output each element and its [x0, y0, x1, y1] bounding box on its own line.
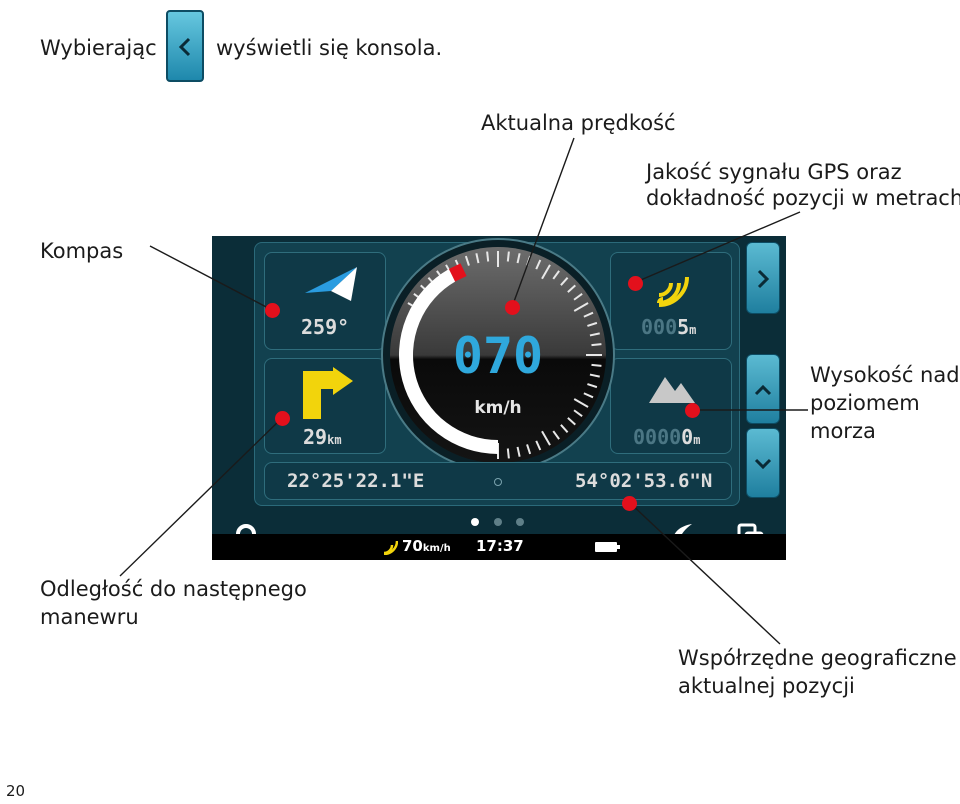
status-time: 17:37	[476, 537, 524, 555]
label-altitude-line2: poziomem	[810, 391, 920, 415]
label-altitude-line3: morza	[810, 419, 876, 443]
dial-tick	[541, 430, 551, 446]
status-speed-unit: km/h	[422, 543, 451, 554]
dial-tick	[589, 332, 600, 337]
dial-tick	[573, 409, 583, 417]
gps-ghost-digits: 000	[641, 315, 678, 339]
dial-tick	[506, 448, 510, 459]
page-dot-active	[471, 518, 479, 526]
latitude-value: 54°02'53.6"N	[575, 470, 713, 492]
mountain-icon	[649, 377, 695, 403]
dial-tick	[506, 251, 510, 262]
dial-tick	[573, 398, 589, 408]
dashboard-console: 259° 29km 0005m 00000m	[212, 236, 786, 560]
speed-value: 070	[453, 327, 543, 385]
marker-altitude	[685, 403, 700, 418]
compass-panel: 259°	[264, 252, 386, 350]
status-bar: 70km/h 17:37	[212, 534, 786, 560]
dial-tick	[589, 373, 600, 378]
chevron-up-icon	[754, 384, 772, 396]
dial-tick	[587, 321, 598, 327]
dial-tick	[535, 440, 542, 451]
coordinates-dot	[494, 478, 502, 486]
distance-readout: 29km	[303, 425, 342, 449]
altitude-value: 0	[681, 425, 694, 449]
marker-speed	[505, 300, 520, 315]
dial-tick	[591, 363, 602, 367]
dial-tick	[583, 311, 594, 318]
label-gps-line2: dokładność pozycji w metrach	[646, 186, 960, 210]
gps-signal-icon	[657, 276, 689, 307]
gps-signal-small-icon	[383, 540, 398, 555]
status-speed: 70km/h	[402, 537, 451, 555]
chevron-right-icon	[757, 269, 770, 289]
label-coords-line1: Współrzędne geograficzne	[678, 646, 957, 670]
dial-tick	[583, 392, 594, 399]
chevron-left-icon	[178, 37, 191, 57]
label-distance-line2: manewru	[40, 605, 139, 629]
gps-accuracy-value: 5	[677, 315, 690, 339]
intro-before: Wybierając	[40, 36, 157, 60]
scroll-up-button[interactable]	[746, 354, 780, 424]
dial-tick	[587, 383, 598, 389]
page-number: 20	[6, 782, 26, 800]
page-dot	[516, 518, 524, 526]
distance-value: 29	[303, 425, 328, 449]
speed-arc	[399, 269, 499, 454]
console-toggle-button[interactable]	[166, 10, 204, 82]
dial-tick	[475, 253, 480, 264]
marker-compass	[265, 303, 280, 318]
dial-tick	[552, 430, 560, 440]
label-altitude-line1: Wysokość nad	[810, 363, 960, 387]
label-distance-line1: Odległość do następnego	[40, 577, 307, 601]
compass-arrow-icon	[305, 267, 357, 301]
dial-tick	[567, 417, 576, 426]
dial-tick	[573, 293, 583, 301]
speedometer: 070 km/h	[381, 238, 615, 472]
label-gps-line1: Jakość sygnału GPS oraz	[646, 160, 902, 184]
altitude-unit: m	[693, 433, 701, 447]
dial-tick	[560, 424, 569, 433]
marker-coordinates	[622, 496, 637, 511]
distance-unit: km	[327, 433, 342, 447]
coordinates-panel: 22°25'22.1"E 54°02'53.6"N	[264, 462, 732, 500]
gps-accuracy-readout: 0005m	[641, 315, 696, 339]
altitude-panel: 00000m	[610, 358, 732, 454]
battery-icon	[595, 542, 620, 552]
longitude-value: 22°25'22.1"E	[287, 470, 425, 492]
label-speed: Aktualna prędkość	[481, 111, 676, 135]
compass-heading: 259°	[301, 315, 350, 339]
label-coords-line2: aktualnej pozycji	[678, 674, 855, 698]
marker-distance	[275, 411, 290, 426]
speed-unit: km/h	[474, 398, 521, 418]
dial-tick	[573, 302, 589, 312]
dial-tick	[486, 251, 490, 262]
intro-after: wyświetli się konsola.	[216, 36, 443, 60]
dial-tick	[516, 446, 521, 457]
page-dot	[494, 518, 502, 526]
scroll-down-button[interactable]	[746, 428, 780, 498]
altitude-readout: 00000m	[633, 425, 700, 449]
next-page-button[interactable]	[746, 242, 780, 314]
speed-arc-cap	[448, 263, 467, 282]
distance-panel: 29km	[264, 358, 386, 454]
dial-tick	[526, 444, 532, 455]
marker-gps	[628, 276, 643, 291]
gps-accuracy-unit: m	[689, 323, 697, 337]
gps-panel: 0005m	[610, 252, 732, 350]
altitude-ghost-digits: 0000	[633, 425, 682, 449]
dial-tick	[591, 343, 602, 347]
status-speed-value: 70	[402, 537, 423, 555]
dial-tick	[464, 255, 470, 266]
turn-right-icon	[303, 367, 353, 419]
label-compass: Kompas	[40, 239, 124, 263]
chevron-down-icon	[754, 458, 772, 470]
